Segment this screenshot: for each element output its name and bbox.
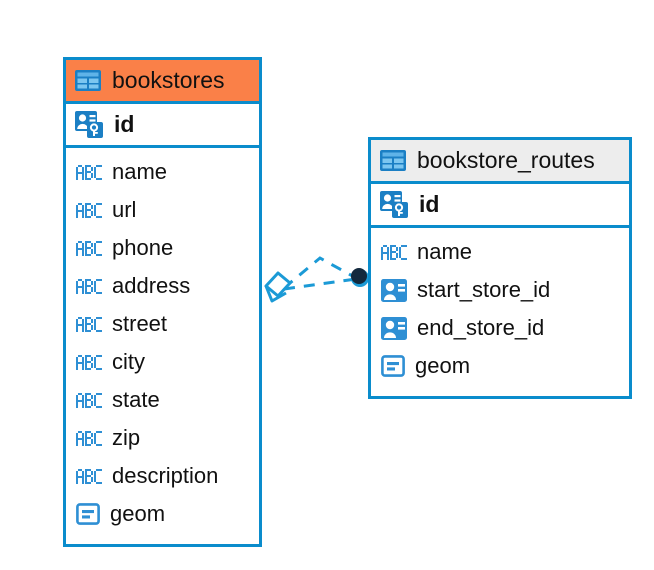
field-row-zip[interactable]: zip <box>66 419 259 457</box>
relationship-circle-marker <box>351 268 367 284</box>
foreign-key-icon <box>381 316 407 340</box>
field-row-end-store-id[interactable]: end_store_id <box>371 309 629 347</box>
field-row-name[interactable]: name <box>66 153 259 191</box>
primary-key-icon <box>380 191 408 218</box>
field-row-geom[interactable]: geom <box>66 495 259 533</box>
field-row-street[interactable]: street <box>66 305 259 343</box>
field-row-url[interactable]: url <box>66 191 259 229</box>
field-label-street: street <box>112 311 168 336</box>
primary-key-label-bookstores: id <box>114 111 135 137</box>
field-label-zip: zip <box>112 425 141 450</box>
relationship-diamond-marker <box>264 271 292 298</box>
primary-key-row-bookstores[interactable]: id <box>66 104 259 148</box>
primary-key-label-bookstore-routes: id <box>419 191 440 217</box>
abc-icon <box>76 164 102 180</box>
field-row-start-store-id[interactable]: start_store_id <box>371 271 629 309</box>
field-label-url: url <box>112 197 137 222</box>
abc-icon <box>76 392 102 408</box>
blob-icon <box>381 355 405 377</box>
field-label-name: name <box>112 159 168 184</box>
abc-icon <box>76 316 102 332</box>
field-label-geom: geom <box>110 501 166 526</box>
relationship-circle-ring <box>351 269 369 287</box>
field-label-address: address <box>112 273 191 298</box>
field-row-name[interactable]: name <box>371 233 629 271</box>
field-row-phone[interactable]: phone <box>66 229 259 267</box>
entity-bookstore-routes[interactable]: bookstore_routes id <box>368 137 632 399</box>
field-row-description[interactable]: description <box>66 457 259 495</box>
field-label-phone: phone <box>112 235 174 260</box>
entity-header-bookstore-routes[interactable]: bookstore_routes <box>371 140 629 184</box>
table-icon <box>75 70 101 91</box>
entity-title-bookstores: bookstores <box>112 67 225 93</box>
abc-icon <box>76 278 102 294</box>
primary-key-icon <box>75 111 103 138</box>
blob-icon <box>76 503 100 525</box>
field-label-name: name <box>417 239 473 264</box>
field-row-city[interactable]: city <box>66 343 259 381</box>
abc-icon <box>76 468 102 484</box>
field-row-state[interactable]: state <box>66 381 259 419</box>
abc-icon <box>76 240 102 256</box>
abc-icon <box>76 354 102 370</box>
field-row-geom[interactable]: geom <box>371 347 629 385</box>
relationship-line-upper <box>283 256 357 290</box>
relationship-line-lower <box>283 277 357 291</box>
field-label-geom: geom <box>415 353 471 378</box>
field-label-city: city <box>112 349 145 374</box>
field-list-bookstore-routes: name start_store_id <box>371 228 629 391</box>
abc-icon <box>381 244 407 260</box>
field-label-state: state <box>112 387 160 412</box>
table-icon <box>380 150 406 171</box>
primary-key-row-bookstore-routes[interactable]: id <box>371 184 629 228</box>
abc-icon <box>76 202 102 218</box>
relationship-diamond-tail <box>264 285 287 303</box>
entity-header-bookstores[interactable]: bookstores <box>66 60 259 104</box>
field-label-end-store-id: end_store_id <box>417 315 545 340</box>
entity-bookstores[interactable]: bookstores id <box>63 57 262 547</box>
field-row-address[interactable]: address <box>66 267 259 305</box>
foreign-key-icon <box>381 278 407 302</box>
field-label-description: description <box>112 463 219 488</box>
abc-icon <box>76 430 102 446</box>
entity-title-bookstore-routes: bookstore_routes <box>417 147 595 173</box>
field-list-bookstores: name u <box>66 148 259 539</box>
field-label-start-store-id: start_store_id <box>417 277 551 302</box>
